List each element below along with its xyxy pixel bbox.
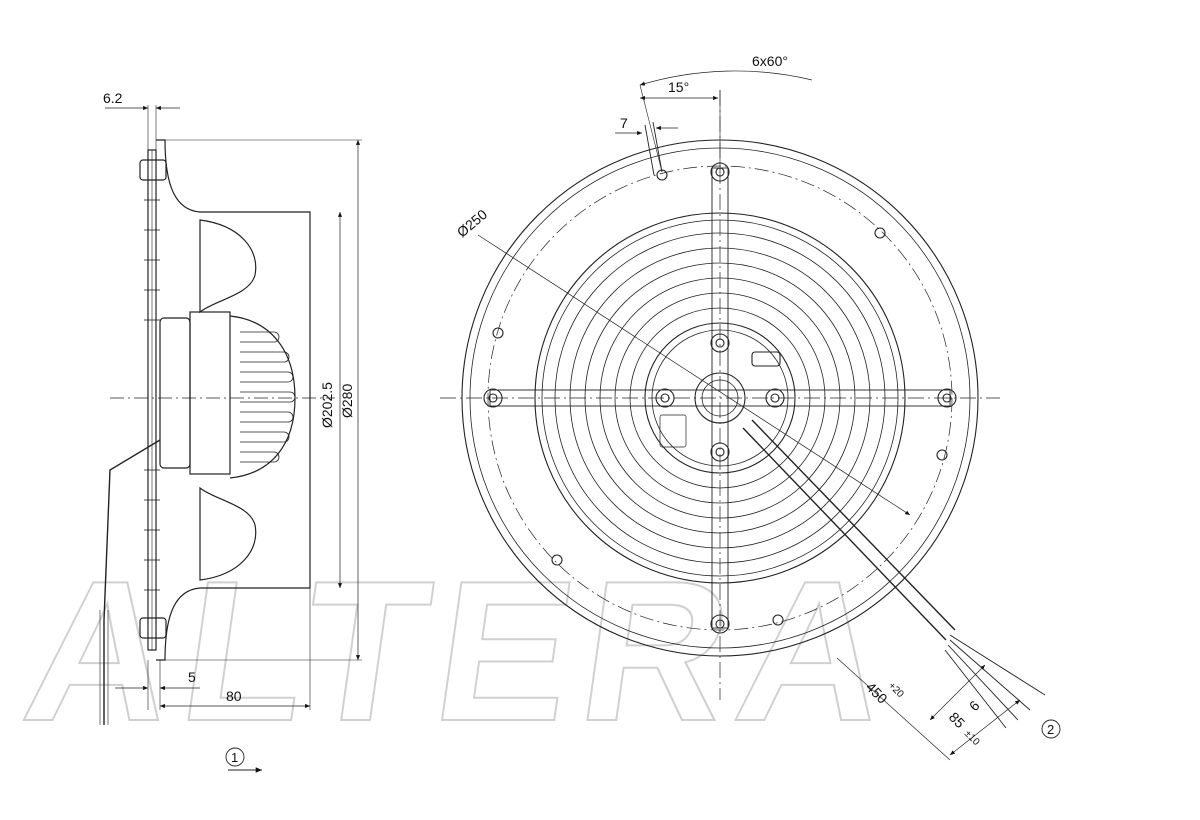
- dim-outer-diameter: Ø280: [339, 384, 355, 418]
- mounting-slot: [644, 121, 663, 176]
- dim-cable-leader: [836, 657, 951, 761]
- dim-wire-strip: 6: [966, 697, 983, 714]
- rating-label: [751, 351, 781, 367]
- side-cable: [103, 439, 161, 725]
- front-view: [440, 70, 1061, 761]
- motor-body: [189, 311, 231, 475]
- dim-inner-diameter: Ø202.5: [319, 382, 335, 428]
- fan-blade-top: [199, 219, 257, 314]
- watermark-text: ALTERA: [13, 539, 913, 763]
- callout-1-label: 1: [231, 750, 238, 765]
- motor-ribs: [240, 331, 296, 463]
- fan-housing: [156, 139, 311, 661]
- dim-angle-pattern: 6x60°: [752, 53, 788, 69]
- dim-bolt-circle: Ø250: [454, 206, 491, 240]
- shaft-boss: [694, 372, 746, 424]
- bolt-top: [139, 159, 167, 181]
- callout-2-label: 2: [1047, 722, 1054, 737]
- callout-1-circle: [225, 747, 245, 767]
- guard-rings: [554, 232, 886, 564]
- callout-2-circle: [1041, 719, 1061, 739]
- fan-blade-bottom: [199, 486, 257, 581]
- motor-rotor: [159, 317, 191, 469]
- dim-depth: 80: [226, 688, 242, 704]
- bolt-bottom: [139, 617, 167, 639]
- dim-offset: 5: [188, 669, 196, 685]
- motor-cover: [229, 315, 296, 479]
- dim-slot-width: 7: [620, 115, 628, 131]
- dim-strip-length: 85: [946, 709, 968, 731]
- dim-arc-60: [639, 70, 813, 86]
- side-view: [99, 105, 362, 773]
- guard-outer: [534, 212, 906, 584]
- dim-strip-length-tol: ±10: [962, 728, 982, 748]
- flange-holes: [144, 199, 160, 591]
- motor-hub: [644, 322, 796, 474]
- dim-flange-thickness: 6.2: [103, 90, 123, 106]
- dim-bolt-circle-leader: [477, 234, 911, 516]
- dim-angle-offset: 15°: [668, 79, 689, 95]
- front-cable: [751, 419, 956, 631]
- mounting-holes: [483, 162, 957, 634]
- hub-plate: [659, 414, 687, 448]
